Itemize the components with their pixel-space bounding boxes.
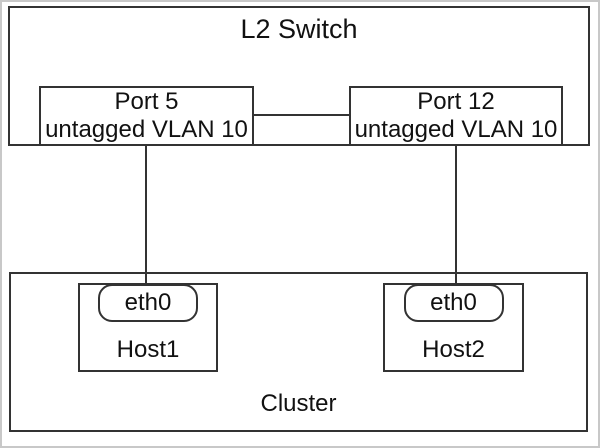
port12-vlan-label: untagged VLAN 10: [354, 116, 558, 143]
host1-eth0-label: eth0: [124, 289, 172, 316]
port12-name-label: Port 12: [417, 88, 495, 115]
host2-eth0-label: eth0: [430, 289, 477, 316]
host1-box: eth0 Host1: [78, 283, 218, 372]
host2-cable-line: [455, 146, 457, 284]
host2-eth0-box: eth0: [403, 284, 504, 322]
l2-switch-box: L2 Switch: [8, 6, 590, 146]
l2-switch-label: L2 Switch: [240, 14, 358, 44]
port-link-line: [252, 114, 351, 116]
cluster-label: Cluster: [260, 390, 337, 417]
port5-name-label: Port 5: [114, 88, 179, 115]
host2-label: Host2: [422, 336, 485, 363]
host1-label: Host1: [116, 336, 180, 363]
host1-eth0-box: eth0: [98, 284, 198, 322]
host1-cable-line: [145, 146, 147, 284]
port5-vlan-label: untagged VLAN 10: [45, 116, 248, 143]
port12-box: Port 12 untagged VLAN 10: [349, 86, 563, 146]
cluster-box: Cluster: [9, 272, 588, 432]
host2-box: eth0 Host2: [383, 283, 524, 372]
port5-box: Port 5 untagged VLAN 10: [39, 86, 254, 146]
